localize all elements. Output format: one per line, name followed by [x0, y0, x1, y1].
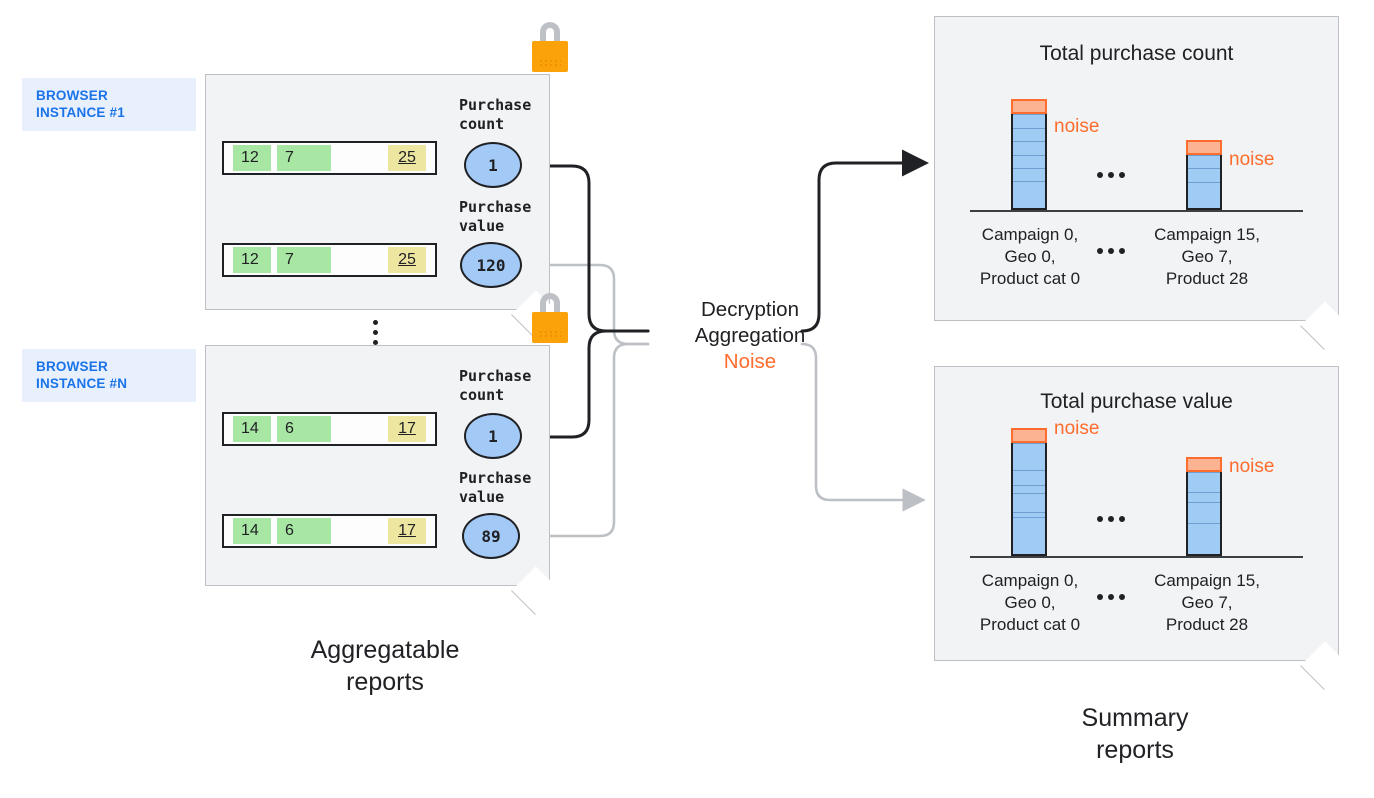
bar-caption-value-0: Campaign 0, Geo 0, Product cat 0 — [979, 571, 1081, 634]
noise-label-count-1: noise — [1229, 149, 1275, 170]
bars-gap-ellipsis-value — [1097, 516, 1125, 522]
lock-icon — [529, 293, 571, 345]
bar-value-campaign-15[interactable] — [1186, 470, 1222, 556]
report-cell-geo: 7 — [277, 247, 331, 273]
instances-ellipsis — [373, 320, 378, 345]
lock-shackle-icon — [540, 293, 560, 319]
process-line-aggregation: Aggregation — [694, 324, 806, 347]
report-row[interactable]: 14 6 17 — [222, 514, 437, 548]
report-cell-campaign: 12 — [233, 247, 271, 273]
lock-texture-icon — [539, 59, 561, 68]
report-row[interactable]: 12 7 25 — [222, 243, 437, 277]
metric-label-purchase-value-1: Purchase value — [459, 198, 532, 235]
noise-cap-count-campaign-0 — [1011, 99, 1047, 114]
bar-caption-value-1: Campaign 15, Geo 7, Product 28 — [1154, 571, 1260, 634]
metric-label-purchase-count-n: Purchase count — [459, 367, 532, 404]
report-cell-key: 25 — [388, 145, 426, 171]
lock-shackle-icon — [540, 22, 560, 48]
bar-count-campaign-0[interactable] — [1011, 112, 1047, 210]
browser-instance-badge-1: BROWSER INSTANCE #1 — [22, 78, 196, 131]
summary-title-count: Total purchase count — [1039, 42, 1234, 65]
captions-gap-ellipsis-count — [1097, 248, 1125, 254]
report-row[interactable]: 12 7 25 — [222, 141, 437, 175]
process-line-noise: Noise — [723, 350, 777, 373]
report-cell-campaign: 12 — [233, 145, 271, 171]
metric-label-purchase-value-n: Purchase value — [459, 469, 532, 506]
summary-title-value: Total purchase value — [1040, 390, 1233, 413]
noise-label-value-1: noise — [1229, 456, 1275, 477]
axis-baseline-count — [970, 210, 1303, 212]
bar-count-campaign-15[interactable] — [1186, 153, 1222, 210]
process-line-decryption: Decryption — [701, 298, 799, 321]
noise-label-value-0: noise — [1054, 418, 1100, 439]
bar-caption-count-0: Campaign 0, Geo 0, Product cat 0 — [979, 225, 1081, 288]
report-row[interactable]: 14 6 17 — [222, 412, 437, 446]
card-corner-fold — [1300, 641, 1349, 690]
report-cell-campaign: 14 — [233, 518, 271, 544]
noise-label-count-0: noise — [1054, 116, 1100, 137]
report-cell-campaign: 14 — [233, 416, 271, 442]
bar-caption-count-1: Campaign 15, Geo 7, Product 28 — [1154, 225, 1260, 288]
noise-cap-value-campaign-0 — [1011, 428, 1047, 443]
report-cell-key: 25 — [388, 247, 426, 273]
caption-summary-reports: Summary reports — [1081, 704, 1189, 764]
bubble-purchase-count-1[interactable]: 1 — [464, 142, 522, 188]
bar-value-campaign-0[interactable] — [1011, 441, 1047, 556]
report-cell-geo: 6 — [277, 416, 331, 442]
card-corner-fold — [511, 566, 560, 615]
noise-cap-value-campaign-15 — [1186, 457, 1222, 472]
lock-body-icon — [532, 312, 568, 343]
browser-instance-badge-n: BROWSER INSTANCE #N — [22, 349, 196, 402]
report-cell-geo: 7 — [277, 145, 331, 171]
caption-aggregatable-reports: Aggregatable reports — [310, 636, 460, 696]
captions-gap-ellipsis-value — [1097, 594, 1125, 600]
noise-cap-count-campaign-15 — [1186, 140, 1222, 155]
report-cell-key: 17 — [388, 518, 426, 544]
bars-gap-ellipsis-count — [1097, 172, 1125, 178]
summary-report-card-value[interactable] — [934, 366, 1349, 690]
lock-body-icon — [532, 41, 568, 72]
axis-baseline-value — [970, 556, 1303, 558]
report-cell-geo: 6 — [277, 518, 331, 544]
bubble-purchase-count-n[interactable]: 1 — [464, 413, 522, 459]
report-cell-key: 17 — [388, 416, 426, 442]
summary-report-card-count[interactable] — [934, 16, 1349, 350]
lock-icon — [529, 22, 571, 74]
metric-label-purchase-count-1: Purchase count — [459, 96, 532, 133]
card-corner-fold — [1300, 301, 1349, 350]
lock-texture-icon — [539, 330, 561, 339]
aggregation-service-label: Decryption Aggregation Noise — [650, 297, 850, 375]
bubble-purchase-value-1[interactable]: 120 — [460, 242, 522, 288]
bubble-purchase-value-n[interactable]: 89 — [462, 513, 520, 559]
